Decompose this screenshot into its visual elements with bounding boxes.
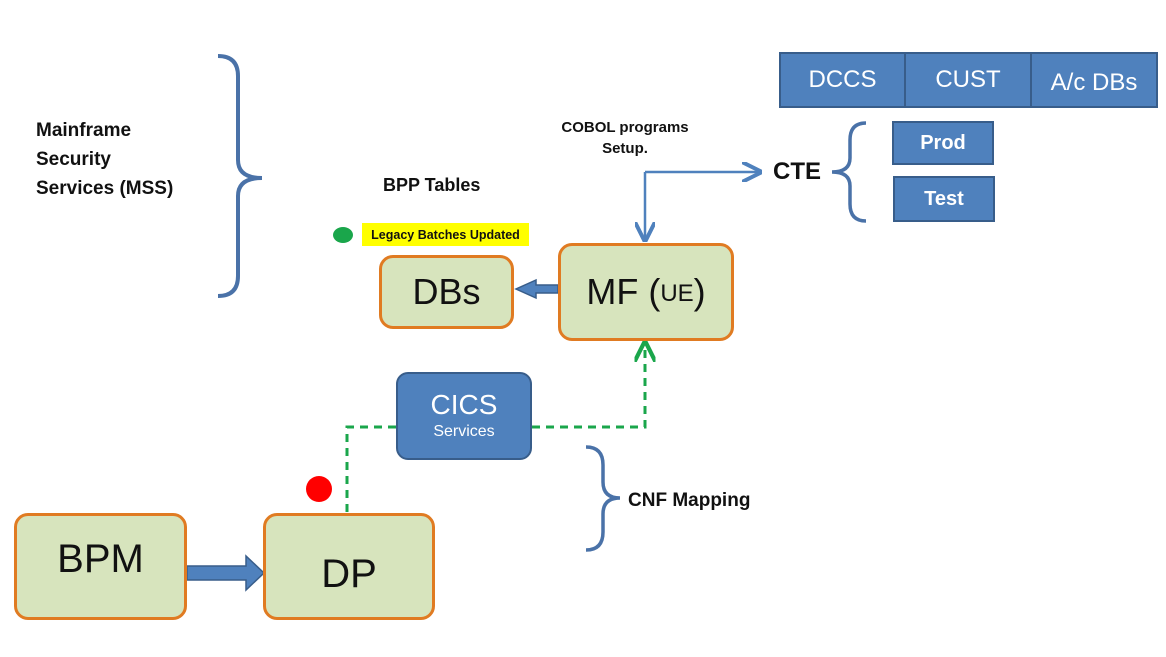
top-bar-dccs: DCCS xyxy=(779,52,906,108)
mss-bracket xyxy=(217,54,263,298)
legacy-batches-highlight: Legacy Batches Updated xyxy=(362,223,529,246)
cnf-bracket xyxy=(585,445,621,552)
dbs-box: DBs xyxy=(379,255,514,329)
top-bar-cust: CUST xyxy=(904,52,1032,108)
mss-label: Mainframe Security Services (MSS) xyxy=(36,120,174,199)
cnf-mapping-label: CNF Mapping xyxy=(628,490,751,511)
mf-ue-label: UE xyxy=(660,280,694,307)
prod-label: Prod xyxy=(920,131,966,154)
prod-box: Prod xyxy=(892,121,994,165)
mf-box: MF (UE) xyxy=(558,243,734,341)
dp-box: DP xyxy=(263,513,435,620)
top-bar-cust-label: CUST xyxy=(935,66,1001,93)
dp-label: DP xyxy=(321,552,377,596)
bpp-tables-label: BPP Tables xyxy=(383,175,481,195)
mf-close-paren: ) xyxy=(693,271,706,312)
top-bar-ac-dbs: A/c DBs xyxy=(1030,52,1158,108)
cics-title: CICS xyxy=(430,389,498,420)
bpm-label: BPM xyxy=(57,537,144,581)
cics-to-mf-dashed xyxy=(532,345,645,429)
bpm-box: BPM xyxy=(14,513,187,620)
cics-subtitle: Services xyxy=(433,423,495,440)
dbs-label: DBs xyxy=(412,271,481,312)
top-bar-ac-dbs-label: A/c DBs xyxy=(1050,69,1138,96)
mf-to-dbs-arrow xyxy=(514,278,559,300)
bpm-to-dp-arrow xyxy=(186,554,266,592)
cics-box: CICS Services xyxy=(396,372,532,460)
cte-bracket xyxy=(831,121,867,223)
mf-label: MF ( xyxy=(586,271,661,312)
red-status-dot xyxy=(306,476,332,502)
green-status-dot xyxy=(333,227,353,243)
top-bar-dccs-label: DCCS xyxy=(808,66,877,93)
test-label: Test xyxy=(924,187,964,210)
dp-to-cics-dashed xyxy=(345,425,396,512)
cobol-programs-label: COBOL programs Setup. xyxy=(561,119,689,157)
cte-label: CTE xyxy=(773,158,821,185)
test-box: Test xyxy=(893,176,995,222)
